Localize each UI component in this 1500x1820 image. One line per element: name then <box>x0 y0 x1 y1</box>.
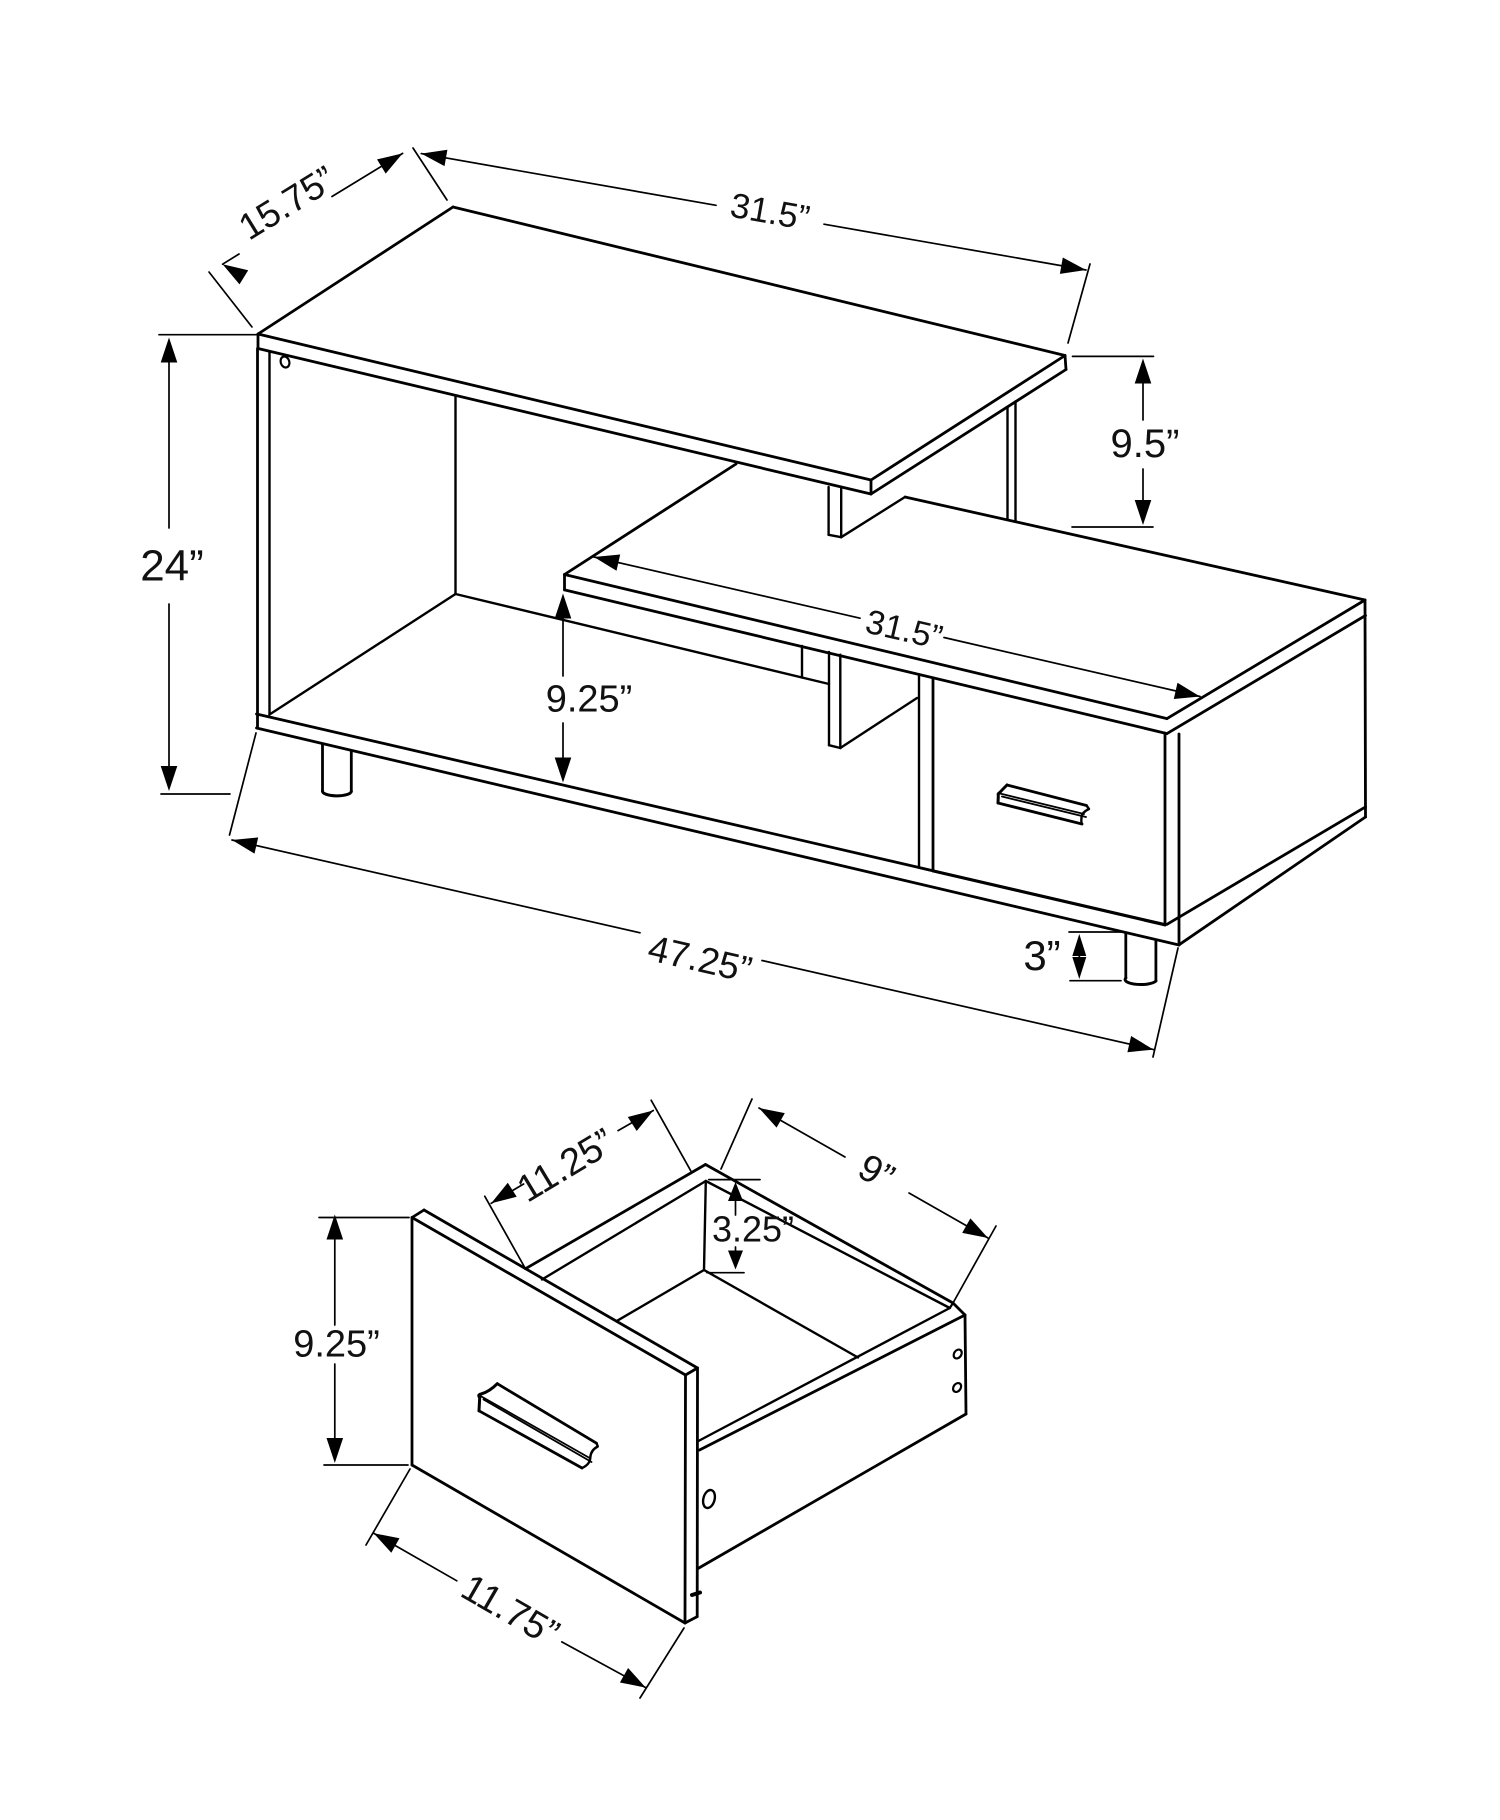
svg-text:3.25”: 3.25” <box>712 1209 794 1250</box>
svg-text:9”: 9” <box>851 1146 901 1199</box>
svg-text:11.75”: 11.75” <box>454 1567 566 1656</box>
svg-text:47.25”: 47.25” <box>644 927 755 990</box>
svg-text:9.25”: 9.25” <box>293 1324 380 1366</box>
svg-text:3”: 3” <box>1023 932 1060 979</box>
svg-text:9.25”: 9.25” <box>546 679 633 721</box>
svg-text:24”: 24” <box>140 542 204 591</box>
svg-text:11.25”: 11.25” <box>510 1121 622 1211</box>
svg-text:31.5”: 31.5” <box>727 186 812 238</box>
svg-text:15.75”: 15.75” <box>232 158 343 248</box>
svg-text:9.5”: 9.5” <box>1111 422 1180 466</box>
